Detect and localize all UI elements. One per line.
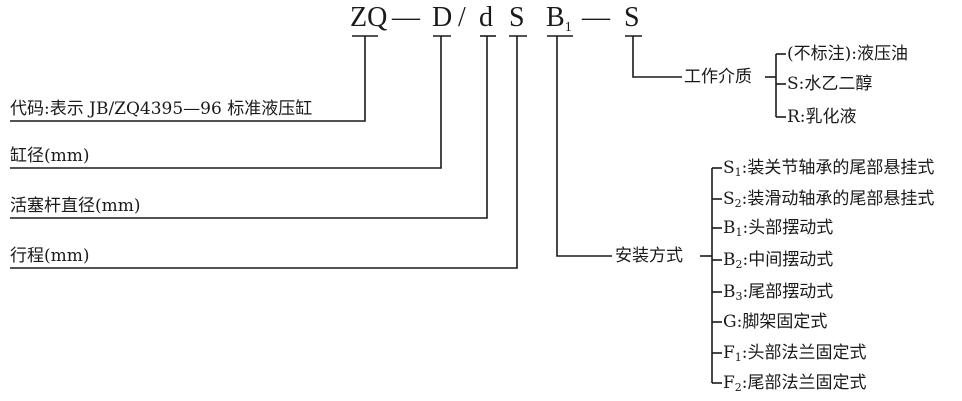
label-rod-diameter: 活塞杆直径(mm) xyxy=(10,196,141,216)
mounting-option: B1:头部摆动式 xyxy=(723,218,833,243)
code-mount-letter: B1 xyxy=(546,4,572,42)
medium-option: R:乳化液 xyxy=(787,107,857,127)
mounting-option-sub: 1 xyxy=(735,226,743,239)
mounting-option-code: G xyxy=(723,312,737,332)
mounting-option-text: :中间摆动式 xyxy=(742,250,834,270)
mounting-option-code: B xyxy=(723,250,736,270)
code-stroke-letter: S xyxy=(509,2,525,33)
mounting-option-text: :头部摆动式 xyxy=(742,218,834,238)
mounting-option-code: F xyxy=(723,373,735,393)
mounting-option: S1:装关节轴承的尾部悬挂式 xyxy=(723,158,934,183)
code-mount-sub: 1 xyxy=(564,20,572,35)
mounting-option: F1:头部法兰固定式 xyxy=(723,343,867,368)
mounting-option-text: :尾部法兰固定式 xyxy=(741,373,867,393)
mounting-option: F2:尾部法兰固定式 xyxy=(723,373,867,398)
mounting-option-text: :脚架固定式 xyxy=(736,312,828,332)
mounting-option-sub: 1 xyxy=(734,351,742,364)
mounting-option: B3:尾部摆动式 xyxy=(723,282,833,307)
mounting-option-code: F xyxy=(723,343,735,363)
code-bore-letter: D xyxy=(432,2,453,33)
label-code: 代码:表示 JB/ZQ4395—96 标准液压缸 xyxy=(10,99,313,119)
mounting-option-code: B xyxy=(723,218,736,238)
code-prefix: ZQ xyxy=(350,2,388,33)
label-bore: 缸径(mm) xyxy=(10,146,90,166)
code-dash-1: — xyxy=(392,2,420,33)
mounting-option-sub: 1 xyxy=(734,166,742,179)
label-stroke: 行程(mm) xyxy=(10,246,90,266)
mounting-option: S2:装滑动轴承的尾部悬挂式 xyxy=(723,189,934,214)
mounting-option: B2:中间摆动式 xyxy=(723,250,833,275)
mounting-title: 安装方式 xyxy=(615,246,683,266)
mounting-option-sub: 2 xyxy=(734,381,742,394)
code-dash-2: — xyxy=(582,2,610,33)
mounting-option-sub: 2 xyxy=(734,197,742,210)
mounting-option-code: S xyxy=(723,189,735,209)
code-rod-letter: d xyxy=(479,2,493,33)
mounting-option-text: :装关节轴承的尾部悬挂式 xyxy=(741,158,935,178)
mounting-option-text: :尾部摆动式 xyxy=(742,282,834,302)
medium-option: S:水乙二醇 xyxy=(787,74,873,94)
mounting-option: G:脚架固定式 xyxy=(723,312,827,337)
code-mount-main: B xyxy=(546,2,565,33)
mounting-option-code: S xyxy=(723,158,735,178)
medium-title: 工作介质 xyxy=(684,67,752,87)
mounting-option-sub: 3 xyxy=(735,290,743,303)
mounting-option-text: :装滑动轴承的尾部悬挂式 xyxy=(741,189,935,209)
mounting-option-sub: 2 xyxy=(735,258,743,271)
code-slash: / xyxy=(458,2,466,33)
medium-option: (不标注):液压油 xyxy=(787,44,908,64)
code-medium-letter: S xyxy=(624,2,640,33)
mounting-option-code: B xyxy=(723,282,736,302)
mounting-option-text: :头部法兰固定式 xyxy=(741,343,867,363)
